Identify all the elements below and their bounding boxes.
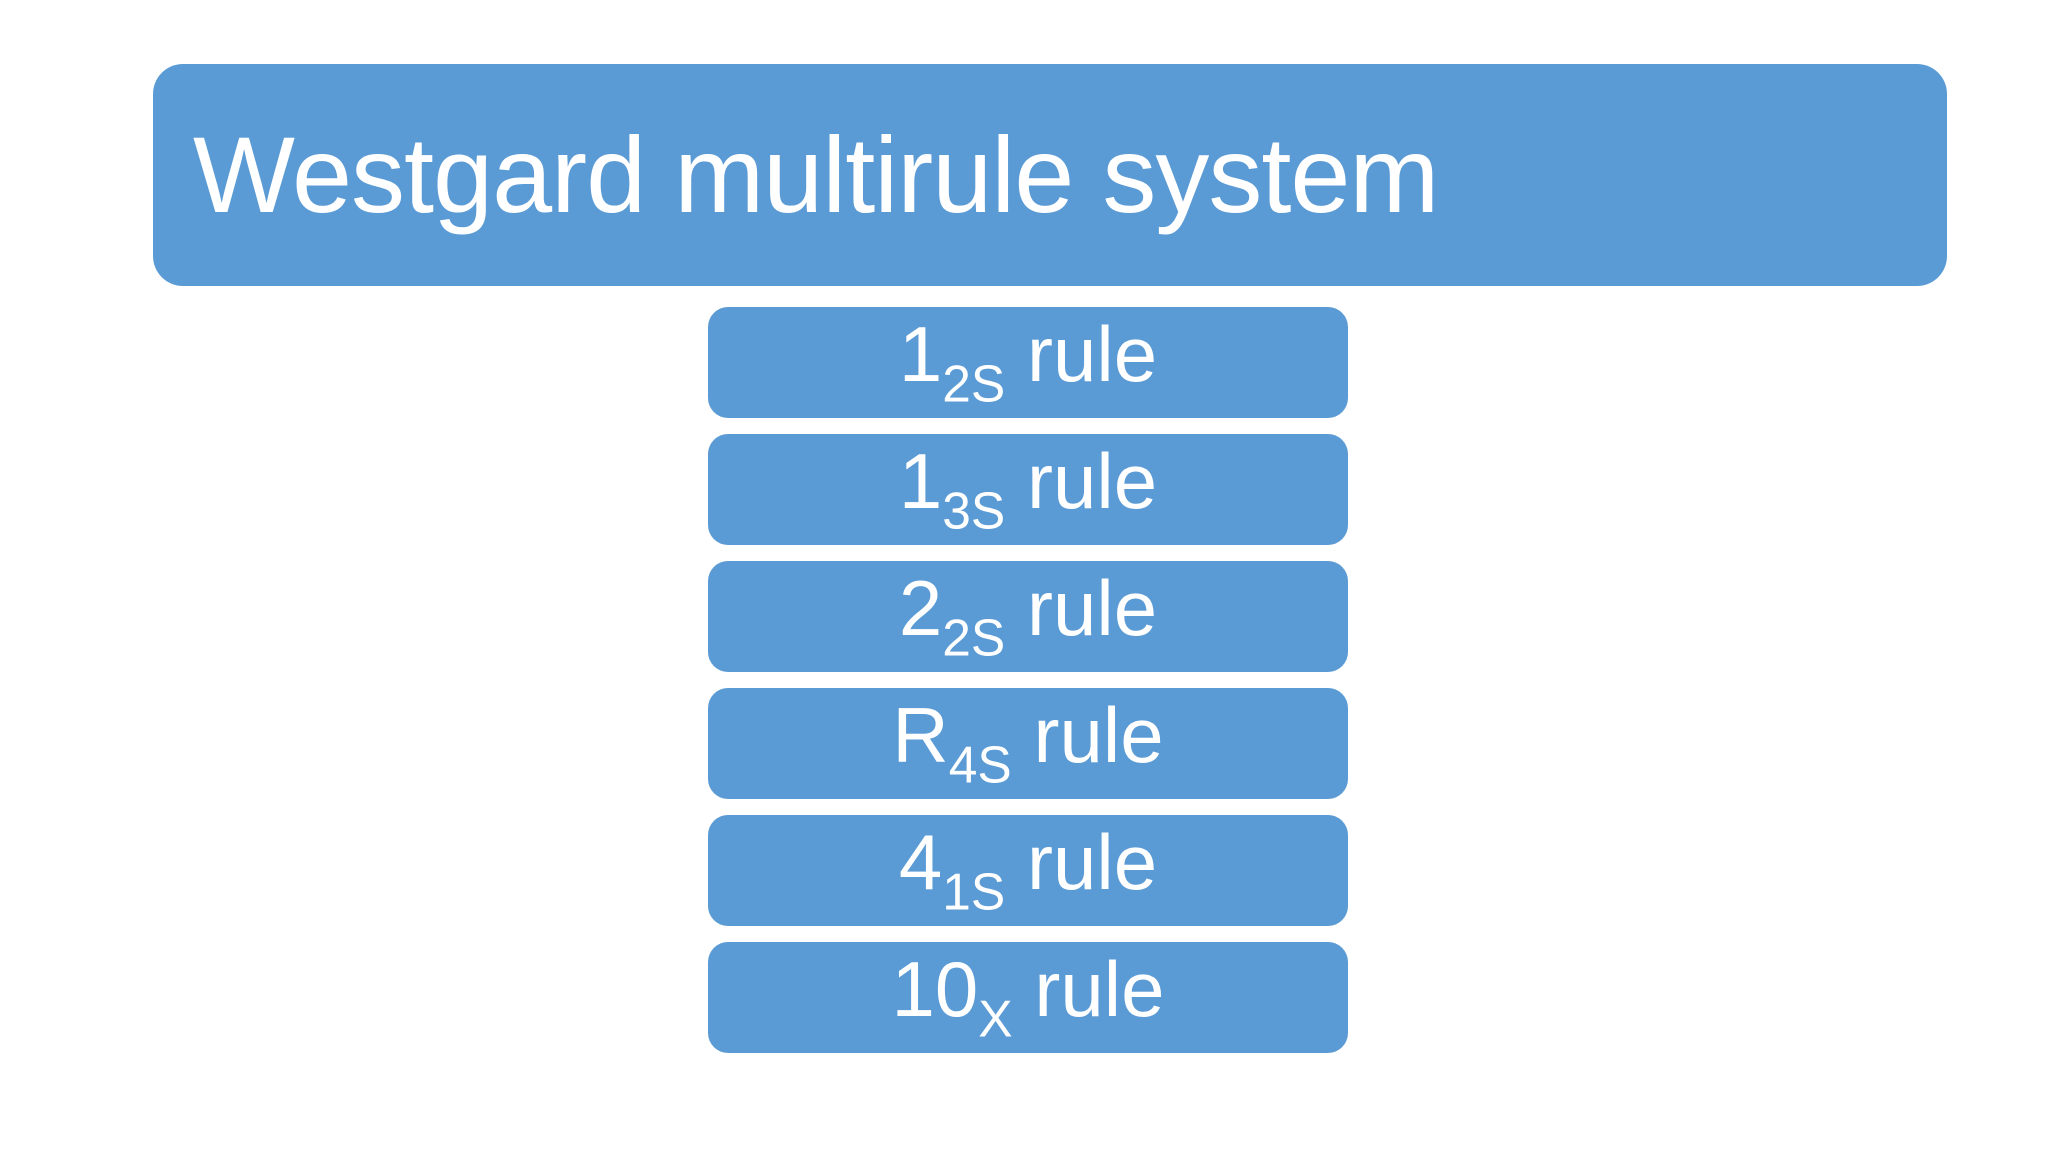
rule-subscript: 3S xyxy=(942,481,1006,540)
rule-subscript: 2S xyxy=(942,608,1006,667)
title-banner: Westgard multirule system xyxy=(153,64,1947,286)
rule-box-13s: 13S rule xyxy=(708,434,1348,545)
slide-title: Westgard multirule system xyxy=(193,114,1439,235)
rule-subscript: 4S xyxy=(948,735,1012,794)
rule-box-12s: 12S rule xyxy=(708,307,1348,418)
rule-box-r4s: R4S rule xyxy=(708,688,1348,799)
rule-subscript: 1S xyxy=(942,862,1006,921)
rule-subscript: 2S xyxy=(942,354,1006,413)
rule-main: 4 xyxy=(898,817,943,906)
rule-main: R xyxy=(892,690,949,779)
rule-main: 2 xyxy=(898,563,943,652)
rule-suffix: rule xyxy=(1034,944,1165,1033)
rule-main: 1 xyxy=(898,436,943,525)
rule-box-22s: 22S rule xyxy=(708,561,1348,672)
rule-main: 10 xyxy=(891,944,979,1033)
rule-main: 1 xyxy=(898,309,943,398)
rule-subscript: X xyxy=(978,989,1013,1048)
rule-suffix: rule xyxy=(1027,309,1158,398)
rule-box-41s: 41S rule xyxy=(708,815,1348,926)
rule-suffix: rule xyxy=(1027,817,1158,906)
rule-suffix: rule xyxy=(1027,563,1158,652)
rule-suffix: rule xyxy=(1027,436,1158,525)
rule-suffix: rule xyxy=(1033,690,1164,779)
